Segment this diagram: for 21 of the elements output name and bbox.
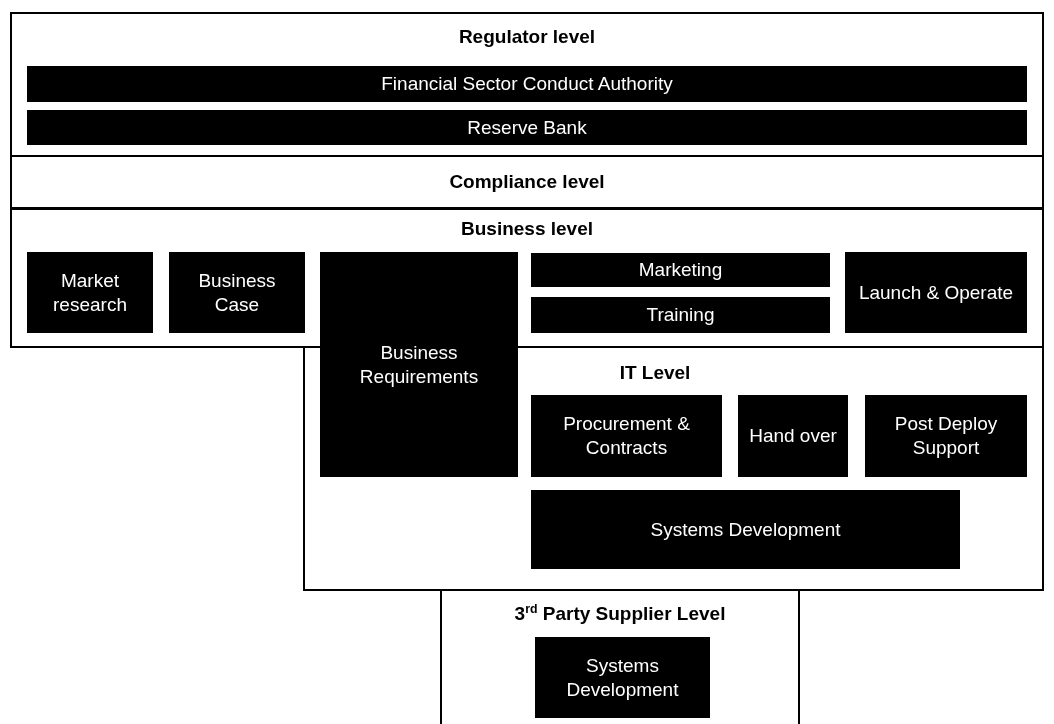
step-box: Post Deploy Support [865,395,1027,477]
step-box: Market research [27,252,153,333]
step-box: Reserve Bank [27,110,1027,145]
step-box: Business Case [169,252,305,333]
level-frame [10,12,1044,157]
step-box: Training [531,297,830,333]
step-box: Procurement & Contracts [531,395,722,477]
step-box: Financial Sector Conduct Authority [27,66,1027,102]
step-box: Hand over [738,395,848,477]
level-frame [440,589,800,724]
level-frame [10,155,1044,209]
step-box: Systems Development [535,637,710,718]
step-box: Marketing [531,253,830,287]
step-box: Business Requirements [320,252,518,477]
level-heading: 3$^{rd}$ Party Supplier Level [514,603,726,625]
step-box: Systems Development [531,490,960,569]
level-heading: Regulator level [458,26,596,48]
level-heading: IT Level [619,362,691,384]
level-heading: Compliance level [449,171,605,193]
level-heading: Business level [461,218,593,240]
step-box: Launch & Operate [845,252,1027,333]
